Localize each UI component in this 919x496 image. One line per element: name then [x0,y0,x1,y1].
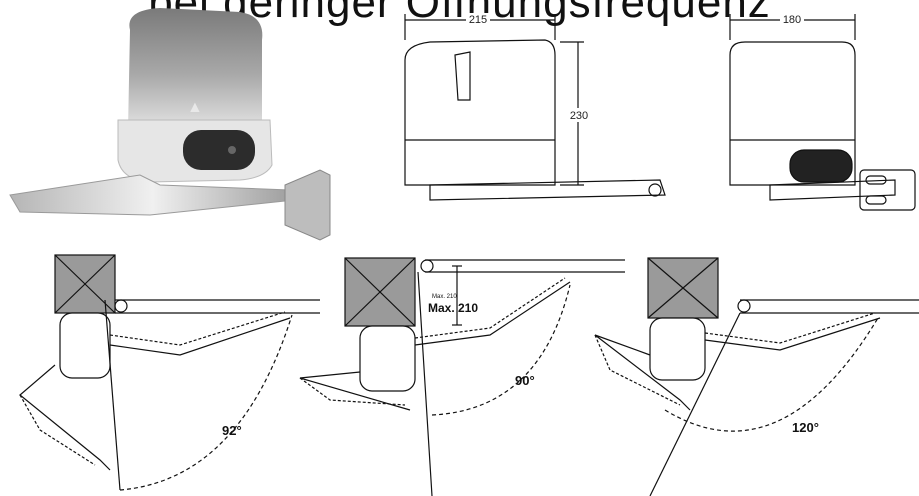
max-label-small: Max. 210 [432,294,457,300]
dim-width-front: 180 [783,14,801,26]
svg-text:▲: ▲ [187,99,203,116]
diagram-90 [299,257,625,496]
front-view [729,14,916,211]
diagram-120 [594,257,919,496]
dim-width-side: 215 [469,14,487,26]
angle-label-3: 120° [792,420,819,435]
angle-label-1: 92° [222,423,242,438]
side-view [404,14,666,201]
diagram-92 [19,254,320,491]
dimension-drawings: 215 230 180 [404,13,916,211]
angle-label-2: 90° [515,373,535,388]
product-photo: ▲ [9,8,331,241]
installation-diagrams: 92° Max. 210 Max. 210 90° 1 [19,254,919,496]
max-label: Max. 210 [428,301,478,315]
dim-height: 230 [570,110,588,122]
